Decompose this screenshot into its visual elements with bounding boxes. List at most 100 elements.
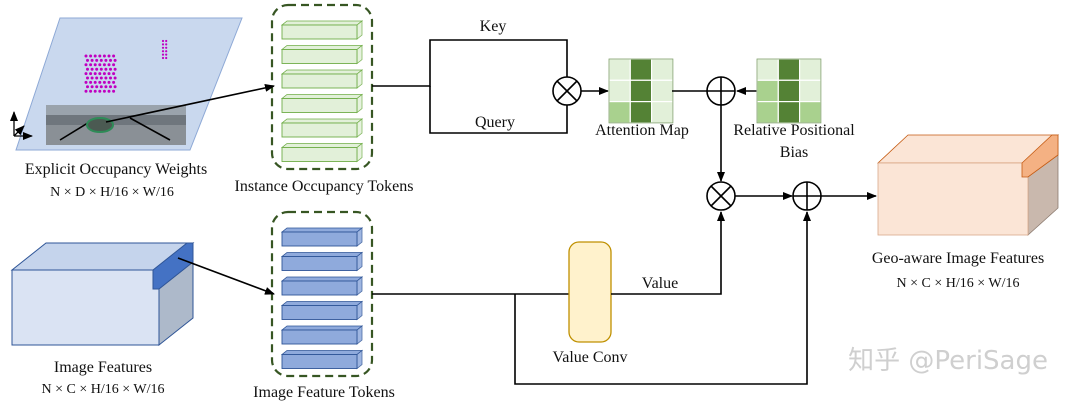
occupancy-point (165, 39, 168, 43)
relative-bias-label-2: Bias (780, 144, 808, 161)
occupancy-point (86, 76, 89, 80)
occupancy-point (84, 63, 88, 67)
occupancy-weights-figure (10, 17, 243, 151)
occupancy-point (93, 72, 97, 76)
occupancy-point (98, 80, 102, 84)
occupancy-point (112, 54, 116, 58)
key-label: Key (480, 18, 507, 35)
axis-icon (10, 111, 33, 140)
occupancy-points-small (161, 39, 168, 60)
attention-cell (629, 100, 653, 124)
image-features-cube (10, 241, 195, 347)
occupancy-point (161, 46, 165, 49)
detected-car (86, 117, 114, 133)
occupancy-point (93, 54, 97, 58)
geo-features-title: Geo-aware Image Features (872, 250, 1044, 267)
occupancy-point (112, 80, 116, 84)
value-conv-block (568, 241, 612, 343)
relative-bias-cell (756, 100, 779, 124)
residual-connection (514, 211, 811, 385)
geo-features-dims: N × C × H/16 × W/16 (897, 276, 1020, 291)
occupancy-point (89, 54, 93, 58)
occupancy-point (95, 85, 99, 89)
occupancy-point (95, 58, 99, 62)
relative-bias-cell (777, 58, 801, 81)
occupancy-point (99, 76, 103, 80)
relative-bias-cell (798, 58, 822, 81)
occupancy-point (113, 85, 117, 89)
instance-token (280, 93, 364, 114)
occupancy-point (161, 53, 165, 56)
occupancy-point (98, 54, 102, 58)
occupancy-point (161, 43, 165, 46)
image-tokens-label: Image Feature Tokens (253, 384, 395, 401)
value-conv-label: Value Conv (552, 349, 627, 366)
attention-cell (608, 58, 631, 81)
occupancy-point (90, 76, 94, 80)
occupancy-point (112, 89, 116, 93)
occupancy-point (99, 67, 103, 71)
occupancy-point (86, 85, 89, 89)
occupancy-point (90, 67, 94, 71)
occupancy-point (102, 63, 106, 67)
instance-tokens-label: Instance Occupancy Tokens (235, 178, 414, 195)
occupancy-point (107, 72, 111, 76)
instance-token (280, 44, 364, 65)
occupancy-point (107, 89, 111, 93)
occupancy-point (95, 76, 99, 80)
occupancy-point (165, 43, 168, 46)
occupancy-point (165, 50, 168, 53)
occupancy-point (109, 85, 112, 89)
relative-bias-cell (777, 100, 801, 124)
relative-bias-cell (756, 58, 779, 81)
occupancy-point (104, 58, 108, 62)
occupancy-point (107, 54, 111, 58)
occupancy-point (112, 72, 116, 76)
plus-operator-icon (792, 181, 822, 211)
attention-cell (629, 58, 653, 81)
occupancy-point (102, 80, 106, 84)
occupancy-point (98, 89, 102, 93)
image-token (280, 300, 364, 321)
image-token (280, 349, 364, 370)
image-token (280, 227, 364, 247)
occupancy-point (107, 80, 111, 84)
occupancy-point (99, 58, 103, 62)
occupancy-point (165, 53, 168, 56)
instance-token (280, 69, 364, 89)
image-token (280, 325, 364, 345)
relative-bias-cell (798, 79, 822, 103)
occupancy-point (84, 54, 88, 58)
occupancy-points-cluster (84, 54, 117, 93)
attention-cell (650, 58, 674, 81)
relative-bias-label-1: Relative Positional (733, 122, 855, 139)
relative-bias-grid (756, 58, 822, 124)
occupancy-point (89, 89, 93, 93)
occupancy-point (93, 89, 97, 93)
occupancy-point (84, 89, 88, 93)
occupancy-point (109, 58, 112, 62)
occupancy-point (102, 89, 106, 93)
attention-cell (608, 100, 631, 124)
occupancy-point (104, 76, 108, 80)
occupancy-point (112, 63, 116, 67)
instance-token (280, 142, 364, 163)
image-token (280, 276, 364, 296)
occupancy-point (89, 72, 93, 76)
occupancy-to-tokens-arrow (105, 83, 275, 123)
occupancy-point (102, 72, 106, 76)
features-to-tokens-arrow (177, 257, 275, 295)
occupancy-point (99, 85, 103, 89)
camera-image-sky (46, 105, 186, 115)
occupancy-point (161, 56, 165, 60)
attention-cell (650, 79, 674, 103)
occupancy-point (104, 85, 108, 89)
occupancy-title: Explicit Occupancy Weights (25, 161, 207, 178)
occupancy-point (161, 50, 165, 53)
occupancy-point (95, 67, 99, 71)
occupancy-point (113, 67, 117, 71)
occupancy-dims: N × D × H/16 × W/16 (50, 185, 174, 200)
key-query-branch (372, 39, 568, 87)
attention-map-grid (608, 58, 674, 124)
